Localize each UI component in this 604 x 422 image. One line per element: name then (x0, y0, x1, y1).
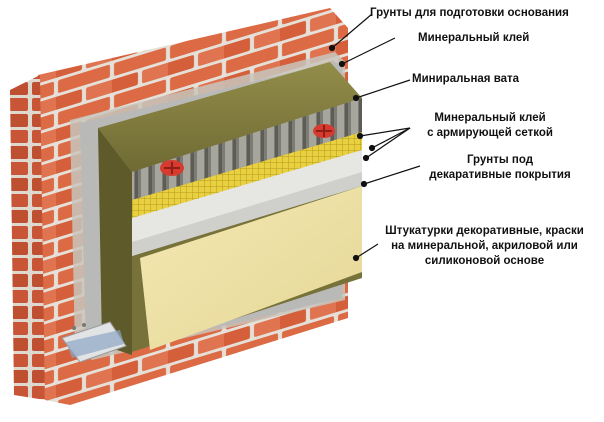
leader-lines (328, 13, 421, 262)
label-glue-mesh: Минеральный клей с армирующей сеткой (427, 112, 553, 139)
leader-glue-mesh-1 (359, 127, 411, 137)
label-primer-base: Грунты для подготовки основания (370, 7, 569, 19)
label-mineral-glue: Минеральный клей (418, 32, 530, 44)
profile-rail-icon (61, 321, 127, 363)
brick-wall-side (10, 75, 45, 400)
reinforcing-mesh (132, 132, 362, 222)
leader-mineral-glue (341, 37, 396, 65)
decorative-plaster (140, 186, 362, 350)
dowel-icon (313, 124, 335, 138)
wool-side (98, 128, 132, 355)
leader-glue-mesh-3 (365, 127, 411, 159)
label-mineral-wool: Миниральная вата (412, 73, 520, 85)
wool-top (98, 62, 362, 172)
leader-mineral-wool (355, 79, 411, 99)
label-plaster: Штукатурки декоративные, краски на минер… (385, 225, 584, 267)
leader-primer-decor (363, 165, 421, 185)
label-primer-decor: Грунты под декаративные покрытия (429, 154, 571, 181)
leader-glue-mesh-2 (371, 127, 411, 149)
leader-primer-base (331, 13, 373, 49)
primer-decor-edge (132, 172, 362, 256)
leader-plaster (355, 243, 379, 259)
dowel-icon (160, 160, 184, 176)
